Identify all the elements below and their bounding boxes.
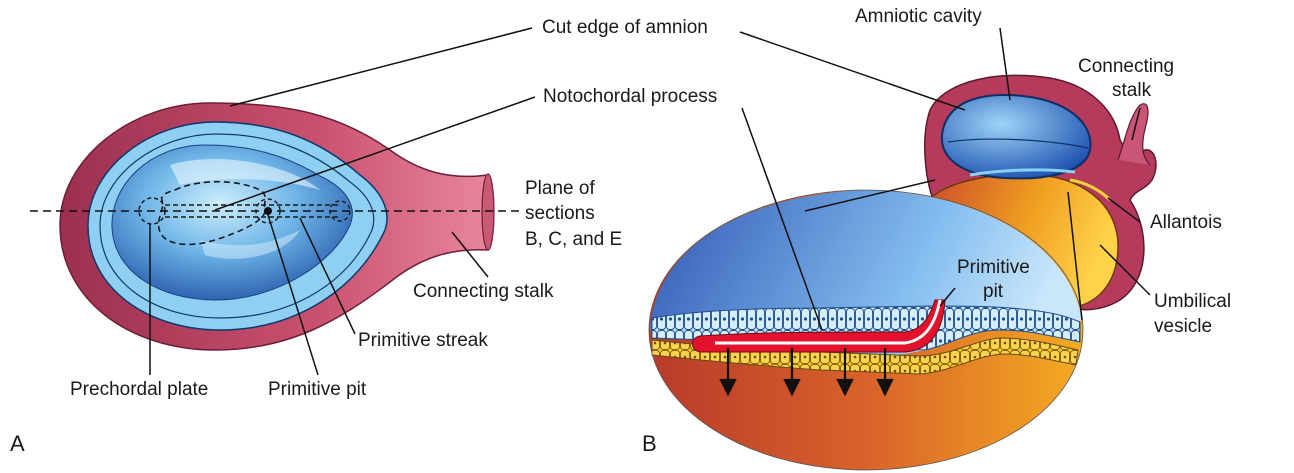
label-plane-line-1: Plane of	[525, 178, 595, 199]
label-plane-line-3: B, C, and E	[525, 229, 623, 250]
label-umbilical-line-2: vesicle	[1154, 316, 1213, 337]
label-primitive-pit-b-line-1: Primitive	[957, 257, 1030, 278]
notochordal-process-shape	[692, 299, 946, 353]
label-plane-line-2: sections	[525, 203, 595, 224]
magnified-section	[648, 189, 1084, 471]
panel-b-letter: B	[642, 431, 657, 456]
label-connecting-stalk-a: Connecting stalk	[413, 281, 554, 302]
label-primitive-pit-b-line-2: pit	[983, 281, 1004, 302]
label-cut-edge-of-amnion: Cut edge of amnion	[542, 17, 708, 38]
label-primitive-streak: Primitive streak	[358, 330, 488, 351]
label-umbilical-line-1: Umbilical	[1154, 291, 1232, 312]
panel-a-diagram	[30, 27, 536, 376]
label-connecting-line-2: stalk	[1112, 80, 1152, 101]
label-primitive-pit-a: Primitive pit	[268, 379, 367, 400]
panel-a-letter: A	[10, 431, 25, 456]
amniotic-cavity-shape	[940, 93, 1092, 180]
label-prechordal-plate: Prechordal plate	[70, 379, 209, 400]
panel-b-diagram	[648, 27, 1157, 471]
embryonic-disc-shape	[111, 144, 353, 301]
label-connecting-line-1: Connecting	[1078, 56, 1175, 77]
label-allantois: Allantois	[1150, 212, 1222, 233]
label-notochordal-process: Notochordal process	[543, 86, 718, 107]
label-amniotic-cavity: Amniotic cavity	[855, 6, 982, 27]
invagination-arrows	[719, 348, 894, 397]
